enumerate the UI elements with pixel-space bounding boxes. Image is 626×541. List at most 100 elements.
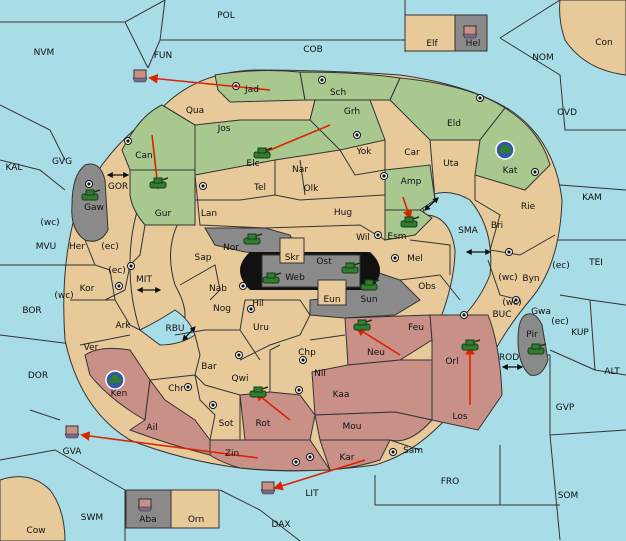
army-grh-icon[interactable] bbox=[253, 147, 273, 159]
supply-center-25 bbox=[295, 386, 303, 394]
supply-center-1 bbox=[318, 76, 326, 84]
label-mit: MIT bbox=[136, 275, 152, 285]
label-sun: Sun bbox=[360, 295, 377, 305]
supply-center-20 bbox=[184, 383, 192, 391]
supply-center-8 bbox=[85, 180, 93, 188]
label-gvp: GVP bbox=[556, 403, 575, 413]
label-car: Car bbox=[404, 148, 420, 158]
supply-centers bbox=[85, 76, 539, 466]
supply-center-26 bbox=[292, 458, 300, 466]
label-bar: Bar bbox=[201, 362, 217, 372]
label-wc4: (wc) bbox=[502, 298, 521, 308]
label-wc2: (wc) bbox=[498, 273, 517, 283]
label-can: Can bbox=[135, 151, 153, 161]
army-web-icon[interactable] bbox=[262, 272, 282, 284]
fleet-gva-icon[interactable] bbox=[64, 425, 80, 439]
label-qua: Qua bbox=[186, 106, 204, 116]
label-kam: KAM bbox=[582, 193, 602, 203]
fleet-fun-icon[interactable] bbox=[132, 69, 148, 83]
move-arrow-3 bbox=[402, 196, 413, 220]
fleet-kat-icon[interactable] bbox=[495, 140, 515, 160]
orn-box bbox=[170, 489, 220, 529]
supply-center-13 bbox=[115, 282, 123, 290]
fleet-hel-icon[interactable] bbox=[462, 25, 478, 39]
label-sch: Sch bbox=[330, 88, 346, 98]
label-jos: Jos bbox=[217, 124, 231, 134]
label-fun: FUN bbox=[154, 51, 173, 61]
skr-box bbox=[279, 237, 305, 264]
army-esm-icon[interactable] bbox=[400, 216, 420, 228]
sma-inlet bbox=[419, 192, 492, 321]
label-gwa: Gwa bbox=[531, 307, 551, 317]
move-arrow-8 bbox=[273, 459, 366, 491]
label-elf: Elf bbox=[426, 39, 438, 49]
army-pir-icon[interactable] bbox=[527, 343, 547, 355]
label-kar: Kar bbox=[340, 453, 355, 463]
label-con: Con bbox=[595, 38, 613, 48]
label-ark: Ark bbox=[115, 321, 131, 331]
fleet-lit-icon[interactable] bbox=[260, 481, 276, 495]
army-feu-icon[interactable] bbox=[353, 319, 373, 331]
fleet-ken-icon[interactable] bbox=[105, 370, 125, 390]
army-nor-icon[interactable] bbox=[243, 233, 263, 245]
army-ost-icon[interactable] bbox=[341, 262, 361, 274]
supply-center-6 bbox=[380, 172, 388, 180]
supply-center-17 bbox=[460, 311, 468, 319]
label-amp: Amp bbox=[401, 177, 422, 187]
move-arrow-4 bbox=[355, 326, 401, 356]
label-pol: POL bbox=[217, 11, 235, 21]
move-arrow-7 bbox=[80, 431, 259, 459]
label-chp: Chp bbox=[298, 348, 316, 358]
label-orl: Orl bbox=[445, 357, 458, 367]
label-wc3: (wc) bbox=[54, 291, 73, 301]
label-sot: Sot bbox=[219, 419, 234, 429]
elf-box bbox=[404, 14, 456, 52]
supply-center-18 bbox=[235, 351, 243, 359]
label-gaw: Gaw bbox=[84, 203, 104, 213]
label-ovd: OVD bbox=[557, 108, 577, 118]
label-bor: BOR bbox=[22, 306, 41, 316]
supply-center-5 bbox=[199, 182, 207, 190]
label-eld: Eld bbox=[447, 119, 461, 129]
label-elc: Elc bbox=[246, 159, 259, 169]
label-buc: BUC bbox=[492, 310, 511, 320]
supply-center-12 bbox=[127, 262, 135, 270]
fleet-aba-icon[interactable] bbox=[137, 498, 153, 512]
label-jad: Jad bbox=[244, 85, 259, 95]
label-alt: ALT bbox=[604, 367, 620, 377]
supply-center-2 bbox=[476, 94, 484, 102]
label-swm: SWM bbox=[81, 513, 103, 523]
supply-center-9 bbox=[374, 231, 382, 239]
label-nom: NOM bbox=[532, 53, 554, 63]
label-ost: Ost bbox=[316, 257, 332, 267]
label-rbu: RBU bbox=[165, 324, 184, 334]
label-nar: Nar bbox=[292, 165, 308, 175]
label-obs: Obs bbox=[418, 282, 436, 292]
label-hil: Hil bbox=[252, 299, 264, 309]
label-tel: Tel bbox=[253, 183, 266, 193]
supply-center-24 bbox=[389, 448, 397, 456]
army-gur-icon[interactable] bbox=[149, 177, 169, 189]
green-territories bbox=[121, 70, 551, 241]
supply-center-7 bbox=[531, 168, 539, 176]
double-arrow-icon-4 bbox=[182, 326, 196, 341]
label-yok: Yok bbox=[355, 147, 372, 157]
army-qwi-icon[interactable] bbox=[249, 386, 269, 398]
label-skr: Skr bbox=[285, 253, 300, 263]
label-rie: Rie bbox=[521, 202, 536, 212]
army-orl-icon[interactable] bbox=[461, 339, 481, 351]
label-sam: Sam bbox=[403, 446, 423, 456]
label-nor: Nor bbox=[223, 243, 239, 253]
label-web: Web bbox=[285, 273, 305, 283]
movement-arrows bbox=[80, 73, 475, 491]
label-uta: Uta bbox=[443, 159, 459, 169]
label-gur: Gur bbox=[155, 209, 172, 219]
army-gaw-icon[interactable] bbox=[81, 189, 101, 201]
army-sun-icon[interactable] bbox=[360, 279, 380, 291]
label-pir: Pir bbox=[526, 330, 538, 340]
con-island bbox=[559, 0, 626, 76]
supply-center-15 bbox=[239, 282, 247, 290]
move-arrow-0 bbox=[148, 73, 271, 91]
